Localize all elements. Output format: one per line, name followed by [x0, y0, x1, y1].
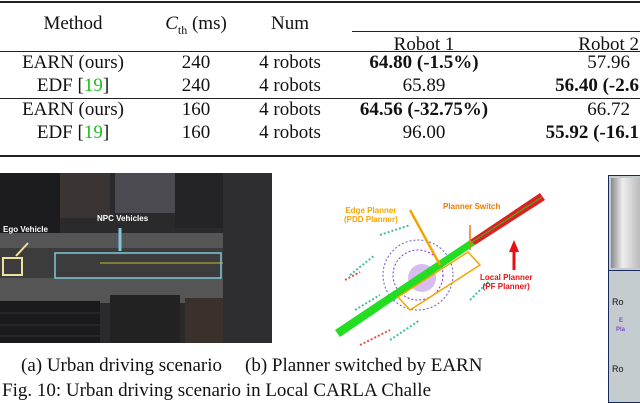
cell-robot2: 57.96 — [587, 52, 630, 73]
cell-method: EDF [19] — [36, 122, 110, 143]
local-planner-label: Local Planner(PF Planner) — [480, 273, 533, 291]
cell-num: 4 robots — [259, 75, 321, 96]
table-bottom-rule — [0, 155, 640, 157]
planner-switch-image: Edge Planner(PDD Planner) Planner Switch… — [280, 180, 580, 350]
edge-planner-label: Edge Planner(PDD Planner) — [344, 206, 398, 224]
group-rule — [0, 98, 640, 99]
panel-label: Ro — [612, 364, 624, 374]
cell-robot2: 55.92 (-16.1 — [545, 122, 639, 143]
header-robot1: Robot 1 — [393, 34, 455, 55]
cell-robot2: 66.72 — [587, 99, 630, 120]
panel-photo — [611, 178, 640, 268]
citation-link[interactable]: 19 — [83, 75, 103, 96]
caption-a: (a) Urban driving scenario — [21, 355, 223, 376]
cell-num: 4 robots — [259, 52, 321, 73]
panel-label: E — [619, 318, 624, 324]
panel-divider — [609, 270, 640, 271]
npc-vehicles-label: NPC Vehicles — [97, 214, 149, 223]
citation-link[interactable]: 19 — [83, 122, 103, 143]
cell-num: 4 robots — [259, 99, 321, 120]
cell-robot1: 64.80 (-1.5%) — [369, 52, 479, 73]
partial-figure-panel: Ro E Pla Ro — [608, 175, 640, 403]
cell-cth: 160 — [181, 99, 211, 120]
header-cth: Cth (ms) — [165, 13, 227, 37]
cell-robot1: 64.56 (-32.75%) — [359, 99, 489, 120]
figure-caption: Fig. 10: Urban driving scenario in Local… — [2, 380, 432, 401]
cell-robot1: 65.89 — [402, 75, 446, 96]
cell-method: EDF [19] — [36, 75, 110, 96]
header-robot2: Robot 2 — [578, 34, 639, 55]
cell-robot2: 56.40 (-2.6 — [555, 75, 639, 96]
cell-robot1: 96.00 — [402, 122, 446, 143]
header-num: Num — [271, 13, 309, 34]
cell-cth: 240 — [181, 52, 211, 73]
panel-label: Ro — [612, 297, 624, 307]
cell-cth: 160 — [181, 122, 211, 143]
ego-vehicle-label: Ego Vehicle — [3, 225, 48, 234]
cell-method: EARN (ours) — [22, 99, 124, 120]
panel-label: Pla — [616, 327, 626, 333]
cell-cth: 240 — [181, 75, 211, 96]
urban-scenario-image-edge — [223, 173, 272, 343]
header-rule — [0, 51, 640, 52]
urban-scenario-image: Ego Vehicle NPC Vehicles — [0, 173, 223, 343]
header-method: Method — [43, 13, 103, 34]
cell-method: EARN (ours) — [22, 52, 124, 73]
header-span-rule — [352, 31, 640, 32]
table-top-rule — [0, 1, 640, 3]
planner-switch-label: Planner Switch — [443, 202, 501, 211]
caption-b: (b) Planner switched by EARN — [245, 355, 483, 376]
cell-num: 4 robots — [259, 122, 321, 143]
